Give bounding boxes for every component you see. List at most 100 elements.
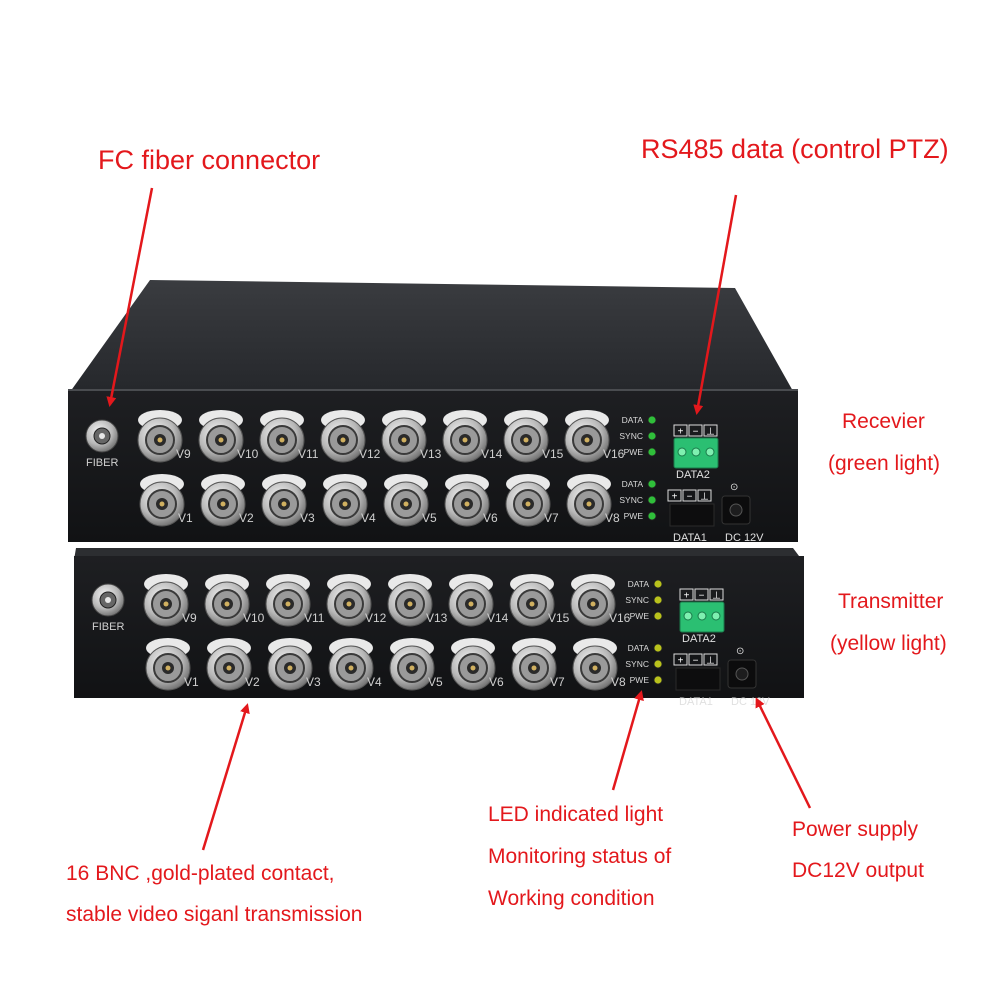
terminal-sign: − <box>693 427 699 438</box>
arrow-led <box>611 690 644 791</box>
led-label: DATA <box>622 479 644 489</box>
bnc-connector: V14 <box>448 574 509 627</box>
fiber-label: FIBER <box>86 457 118 469</box>
label-power-line1: Power supply <box>792 818 919 841</box>
bnc-connector: V13 <box>381 410 442 463</box>
channel-label: V6 <box>483 511 498 525</box>
data2-label: DATA2 <box>676 469 710 481</box>
bnc-pin <box>401 437 407 443</box>
channel-label: V3 <box>300 511 315 525</box>
terminal-sign-box <box>697 489 712 502</box>
label-fc-connector: FC fiber connector <box>98 145 321 175</box>
bnc-connector: V10 <box>198 410 259 463</box>
bnc-connector: V6 <box>444 474 498 527</box>
channel-label: V5 <box>422 511 437 525</box>
bnc-pin <box>165 665 171 671</box>
label-bnc-line1: 16 BNC ,gold-plated contact, <box>66 862 335 885</box>
bnc-connector: V2 <box>200 474 254 527</box>
led-label: SYNC <box>625 595 649 605</box>
bnc-pin <box>287 665 293 671</box>
terminal-sign: ⊥ <box>700 492 709 503</box>
bnc-connector: V8 <box>566 474 620 527</box>
terminal-sign-box <box>667 489 682 502</box>
channel-label: V13 <box>420 447 442 461</box>
bnc-pin <box>163 601 169 607</box>
arrow-fc-connector <box>106 187 154 407</box>
terminal-sign: ⊥ <box>706 656 715 667</box>
bnc-connector: V12 <box>326 574 387 627</box>
fc-fiber-connector <box>91 583 125 617</box>
dc-label: DC 12V <box>731 696 770 708</box>
bnc-pin <box>281 501 287 507</box>
channel-label: V2 <box>245 675 260 689</box>
data2-label: DATA2 <box>682 633 716 645</box>
bnc-pin <box>285 601 291 607</box>
channel-label: V11 <box>298 447 319 461</box>
bnc-pin <box>348 665 354 671</box>
bnc-pin <box>525 501 531 507</box>
channel-label: V3 <box>306 675 321 689</box>
bnc-connector: V9 <box>143 574 197 627</box>
bnc-pin <box>342 501 348 507</box>
terminal-sign: + <box>678 656 684 667</box>
label-rs485: RS485 data (control PTZ) <box>641 134 949 164</box>
channel-label: V12 <box>359 447 381 461</box>
status-led <box>653 611 663 621</box>
channel-label: V1 <box>178 511 193 525</box>
bnc-pin <box>407 601 413 607</box>
bnc-pin <box>592 665 598 671</box>
status-led <box>647 415 657 425</box>
status-led <box>653 675 663 685</box>
fiber-ferrule <box>105 597 111 603</box>
bnc-pin <box>529 601 535 607</box>
data1-label: DATA1 <box>679 696 713 708</box>
channel-label: V10 <box>243 611 265 625</box>
bnc-pin <box>470 665 476 671</box>
label-transmitter-light: (yellow light) <box>830 632 947 655</box>
fiber-label: FIBER <box>92 621 124 633</box>
channel-label: V2 <box>239 511 254 525</box>
bnc-pin <box>468 601 474 607</box>
bnc-connector: V9 <box>137 410 191 463</box>
bnc-connector: V8 <box>572 638 626 691</box>
dc-polarity-icon: ⊙ <box>736 646 744 657</box>
channel-label: V10 <box>237 447 259 461</box>
terminal-sign-box <box>703 424 718 437</box>
fiber-ferrule <box>99 433 105 439</box>
dc-jack-pin <box>729 503 743 517</box>
bnc-connector: V14 <box>442 410 503 463</box>
channel-label: V9 <box>176 447 191 461</box>
bnc-connector: V3 <box>261 474 315 527</box>
arrow-rs485 <box>693 194 738 415</box>
terminal-sign-box <box>682 489 697 502</box>
terminal-screw <box>677 447 687 457</box>
terminal-sign: + <box>678 427 684 438</box>
terminal-sign: ⊥ <box>706 427 715 438</box>
bnc-pin <box>157 437 163 443</box>
channel-label: V14 <box>481 447 503 461</box>
bnc-connector: V15 <box>509 574 570 627</box>
bnc-pin <box>409 665 415 671</box>
bnc-connector: V16 <box>570 574 631 627</box>
bnc-connector: V1 <box>145 638 199 691</box>
bnc-pin <box>462 437 468 443</box>
terminal-sign-box <box>694 588 709 601</box>
channel-label: V9 <box>182 611 197 625</box>
status-led <box>647 479 657 489</box>
arrow-bnc <box>201 703 250 851</box>
terminal-sign-box <box>673 424 688 437</box>
bnc-connector: V11 <box>259 410 319 463</box>
terminal-sign-box <box>709 588 724 601</box>
terminal-sign-box <box>703 653 718 666</box>
bnc-pin <box>226 665 232 671</box>
bnc-connector: V5 <box>383 474 437 527</box>
bnc-connector: V3 <box>267 638 321 691</box>
status-led <box>653 643 663 653</box>
bnc-connector: V6 <box>450 638 504 691</box>
bnc-pin <box>340 437 346 443</box>
annotation-arrows <box>106 187 812 851</box>
channel-label: V4 <box>367 675 382 689</box>
channel-label: V1 <box>184 675 199 689</box>
terminal-sign: − <box>693 656 699 667</box>
terminal-sign-box <box>673 653 688 666</box>
